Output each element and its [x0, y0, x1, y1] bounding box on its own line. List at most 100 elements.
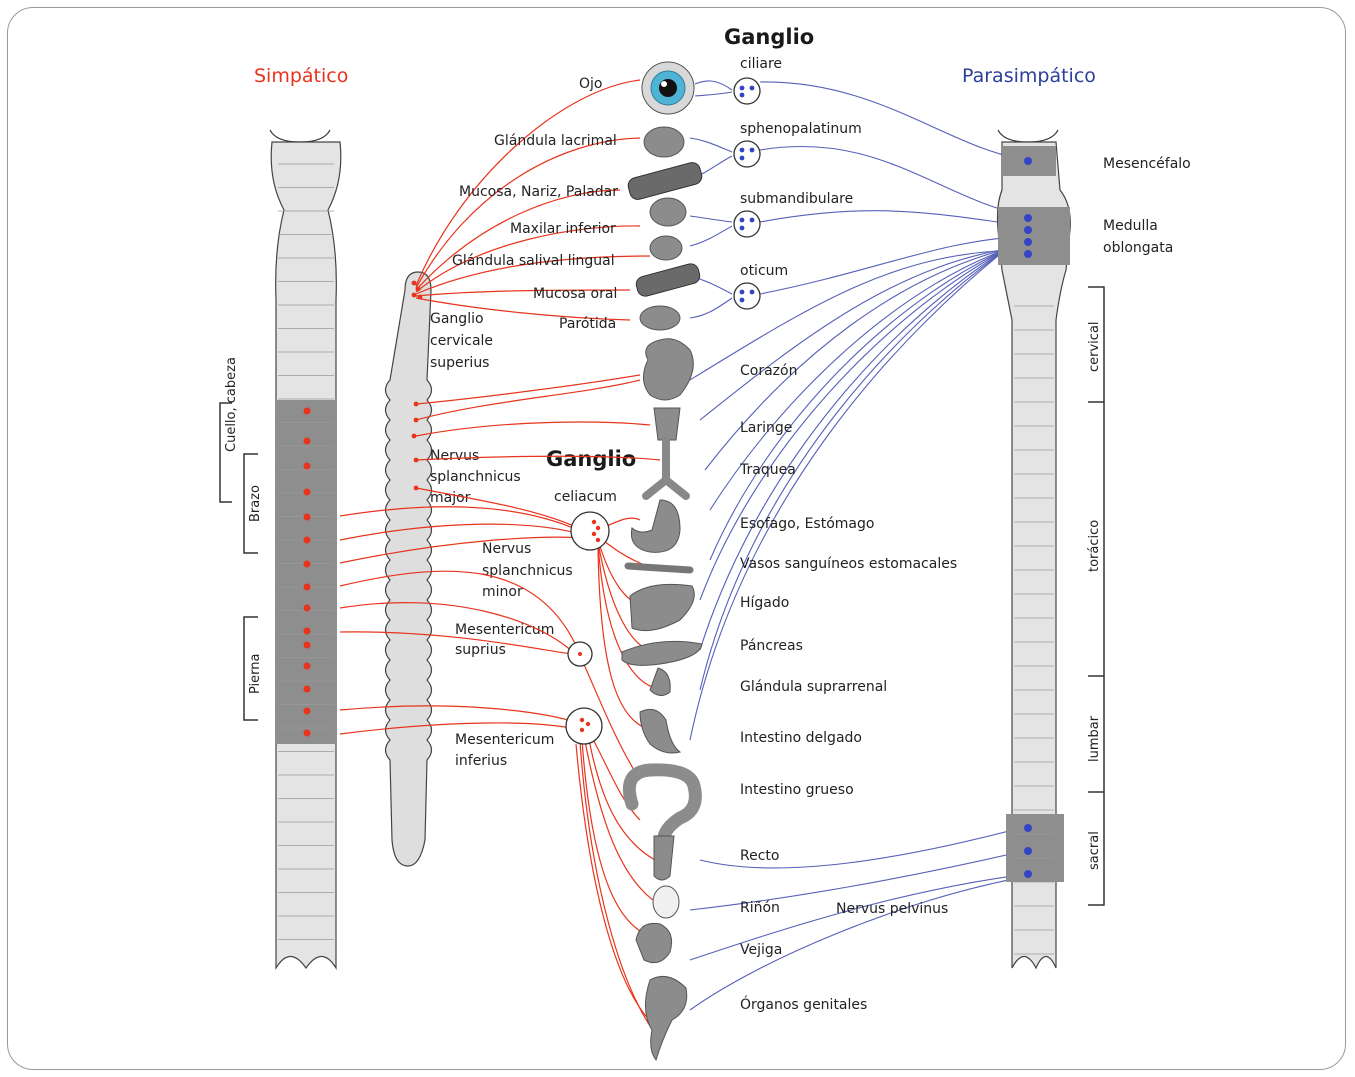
organ-label-mucosa-nariz: Mucosa, Nariz, Paladar: [459, 184, 618, 200]
medulla-label-2: oblongata: [1103, 240, 1173, 256]
organ-label-mucosa-oral: Mucosa oral: [533, 286, 617, 302]
organ-label-ojo: Ojo: [579, 76, 602, 92]
oral-mucosa-icon: [635, 262, 702, 298]
sacral-nucleus-2: [1024, 847, 1032, 855]
bracket-arm-label: Brazo: [248, 485, 263, 522]
liver-icon: [630, 584, 694, 630]
splanchnicus-minor-label-1: Nervus: [482, 541, 531, 557]
ganglio-cervicale-label-1: Ganglio: [430, 311, 484, 327]
sympathetic-nucleus-dot: [304, 463, 311, 470]
sympathetic-nucleus-dot: [304, 628, 311, 635]
splanchnicus-minor-label-2: splanchnicus: [482, 563, 573, 579]
ganglion-celiacum: [571, 512, 609, 550]
organ-label-glandula-lacrimal: Glándula lacrimal: [494, 133, 617, 149]
right-spinal-cord: [998, 130, 1071, 968]
organ-label-laringe: Laringe: [740, 420, 792, 436]
mesentericum-inferius-label-2: inferius: [455, 753, 507, 769]
bracket-neck-label: Cuello, cabeza: [224, 357, 239, 452]
organ-label-intestino-delgado: Intestino delgado: [740, 730, 862, 746]
body-organ-labels: Corazón Laringe Traquea Esofago, Estómag…: [739, 363, 957, 1013]
splanchnicus-major-label-2: splanchnicus: [430, 469, 521, 485]
region-lumbar-label: lumbar: [1087, 715, 1102, 762]
organ-label-glandula-salival: Glándula salival lingual: [452, 253, 615, 269]
mesentericum-suprius-label-2: suprius: [455, 642, 506, 658]
nervus-pelvinus-label: Nervus pelvinus: [836, 901, 948, 917]
genitals-icon: [645, 976, 686, 1060]
chain-ganglion-dot: [412, 434, 417, 439]
ganglion-ciliare-label: ciliare: [740, 56, 782, 72]
chain-ganglion-dot: [412, 281, 417, 286]
sacral-nucleus-1: [1024, 824, 1032, 832]
organ-label-maxilar: Maxilar inferior: [510, 221, 616, 237]
sympathetic-nucleus-dot: [304, 561, 311, 568]
sympathetic-nucleus-dot: [304, 730, 311, 737]
sympathetic-heading: Simpático: [254, 65, 348, 87]
right-brackets: cervical torácico lumbar sacral: [1087, 287, 1104, 905]
mesencephalon-label: Mesencéfalo: [1103, 156, 1191, 172]
rectum-icon: [654, 836, 674, 880]
medulla-nucleus-4: [1024, 250, 1032, 258]
sympathetic-nucleus-dot: [304, 514, 311, 521]
splanchnicus-major-label-1: Nervus: [430, 448, 479, 464]
organ-label-intestino-grueso: Intestino grueso: [740, 782, 854, 798]
cranial-ganglia: ciliare sphenopalatinum submandibulare o…: [734, 56, 862, 309]
bladder-icon: [636, 923, 672, 962]
organ-label-esofago: Esofago, Estómago: [740, 516, 874, 532]
bracket-leg-label: Pierna: [248, 654, 263, 695]
left-brackets: Cuello, cabeza Brazo Pierna: [220, 357, 263, 720]
ganglion-sphenopalatinum: [734, 141, 760, 167]
region-cervical-label: cervical: [1087, 321, 1102, 372]
heart-icon: [643, 339, 693, 400]
organ-label-rinon: Riñón: [740, 900, 780, 916]
larynx-icon: [654, 408, 680, 440]
medulla-nucleus-3: [1024, 238, 1032, 246]
medulla-label-1: Medulla: [1103, 218, 1158, 234]
sympathetic-nucleus-dot: [304, 663, 311, 670]
ganglion-oticum: [734, 283, 760, 309]
trachea-icon: [646, 440, 686, 496]
splanchnicus-major-label-3: major: [430, 490, 471, 506]
mesencephalon-nucleus: [1024, 157, 1032, 165]
organ-label-suprarrenal: Glándula suprarrenal: [740, 679, 887, 695]
cranial-organ-labels: Ojo Glándula lacrimal Mucosa, Nariz, Pal…: [452, 76, 618, 332]
organ-label-vasos: Vasos sanguíneos estomacales: [740, 556, 957, 572]
parasympathetic-heading: Parasimpático: [962, 65, 1096, 87]
lacrimal-gland-icon: [644, 127, 684, 157]
lingual-gland-icon: [650, 236, 682, 260]
ganglion-submandibulare: [734, 211, 760, 237]
organ-label-recto: Recto: [740, 848, 779, 864]
parotid-icon: [640, 306, 680, 330]
mesentericum-inferius-label-1: Mesentericum: [455, 732, 554, 748]
sympathetic-nucleus-dot: [304, 584, 311, 591]
ganglion-sphenopalatinum-label: sphenopalatinum: [740, 121, 862, 137]
eye-icon: [642, 62, 694, 114]
sympathetic-nucleus-dot: [304, 438, 311, 445]
ganglion-oticum-label: oticum: [740, 263, 788, 279]
celiacum-label: celiacum: [554, 489, 617, 505]
ganglion-submandibulare-label: submandibulare: [740, 191, 853, 207]
organ-label-genitales: Órganos genitales: [740, 995, 867, 1013]
sympathetic-nucleus-dot: [304, 408, 311, 415]
stomach-vessels-icon: [628, 566, 690, 570]
ganglio-cervicale-label-2: cervicale: [430, 333, 493, 349]
ganglio-cervicale-label-3: superius: [430, 355, 489, 371]
organ-label-vejiga: Vejiga: [740, 942, 782, 958]
ganglio-top-heading: Ganglio: [724, 25, 814, 49]
sacral-nucleus-3: [1024, 870, 1032, 878]
sympathetic-chain: [386, 272, 432, 866]
organ-label-corazon: Corazón: [740, 363, 797, 379]
stomach-icon: [631, 500, 680, 552]
organ-label-pancreas: Páncreas: [740, 638, 803, 654]
region-sacral-label: sacral: [1087, 831, 1102, 870]
nasal-mucosa-icon: [626, 161, 703, 201]
ganglion-mesentericum-inferius: [566, 708, 602, 744]
sympathetic-nucleus-dot: [304, 605, 311, 612]
sympathetic-nucleus-dot: [304, 642, 311, 649]
kidney-icon: [653, 886, 679, 918]
organ-label-traquea: Traquea: [739, 462, 796, 478]
pancreas-icon: [622, 641, 702, 665]
mandible-icon: [650, 198, 686, 226]
region-toracico-label: torácico: [1087, 520, 1102, 572]
splanchnicus-minor-label-3: minor: [482, 584, 523, 600]
